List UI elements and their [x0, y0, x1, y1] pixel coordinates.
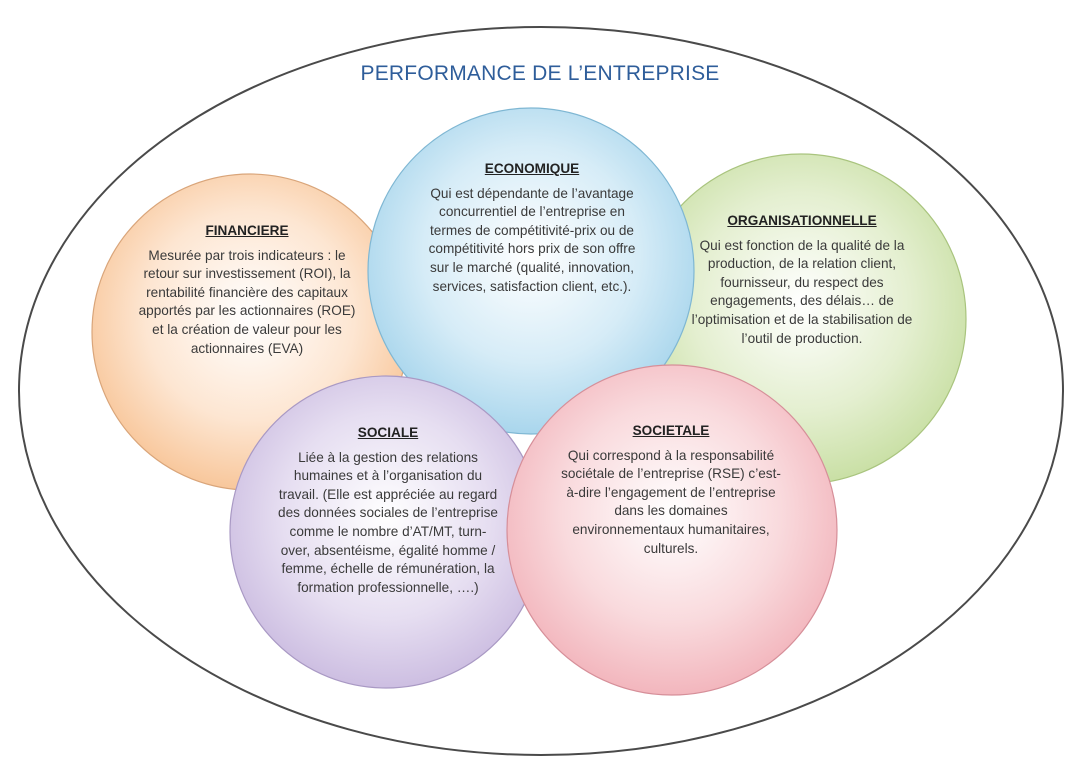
financiere-text: Mesurée par trois indicateurs : le retou…: [138, 247, 356, 356]
sociale-text: Liée à la gestion des relations humaines…: [278, 449, 498, 595]
circle-economique: [367, 107, 695, 435]
societale-text: Qui correspond à la responsabilité socié…: [561, 447, 781, 556]
diagram-title: PERFORMANCE DE L’ENTREPRISE: [360, 62, 720, 85]
economique-heading: ECONOMIQUE: [484, 161, 580, 176]
organisationnelle-heading: ORGANISATIONNELLE: [727, 213, 877, 228]
societale-heading: SOCIETALE: [632, 423, 710, 438]
circle-societale: [506, 364, 838, 696]
economique-text: Qui est dépendante de l’avantage concurr…: [428, 185, 636, 294]
sociale-block: SOCIALE Liée à la gestion des relations …: [278, 424, 498, 597]
financiere-block: FINANCIERE Mesurée par trois indicateurs…: [136, 222, 358, 358]
organisationnelle-block: ORGANISATIONNELLE Qui est fonction de la…: [688, 212, 916, 348]
societale-block: SOCIETALE Qui correspond à la responsabi…: [558, 422, 784, 558]
economique-block: ECONOMIQUE Qui est dépendante de l’avant…: [419, 160, 645, 296]
organisationnelle-text: Qui est fonction de la qualité de la pro…: [691, 237, 913, 346]
sociale-heading: SOCIALE: [357, 425, 419, 440]
financiere-heading: FINANCIERE: [205, 223, 289, 238]
